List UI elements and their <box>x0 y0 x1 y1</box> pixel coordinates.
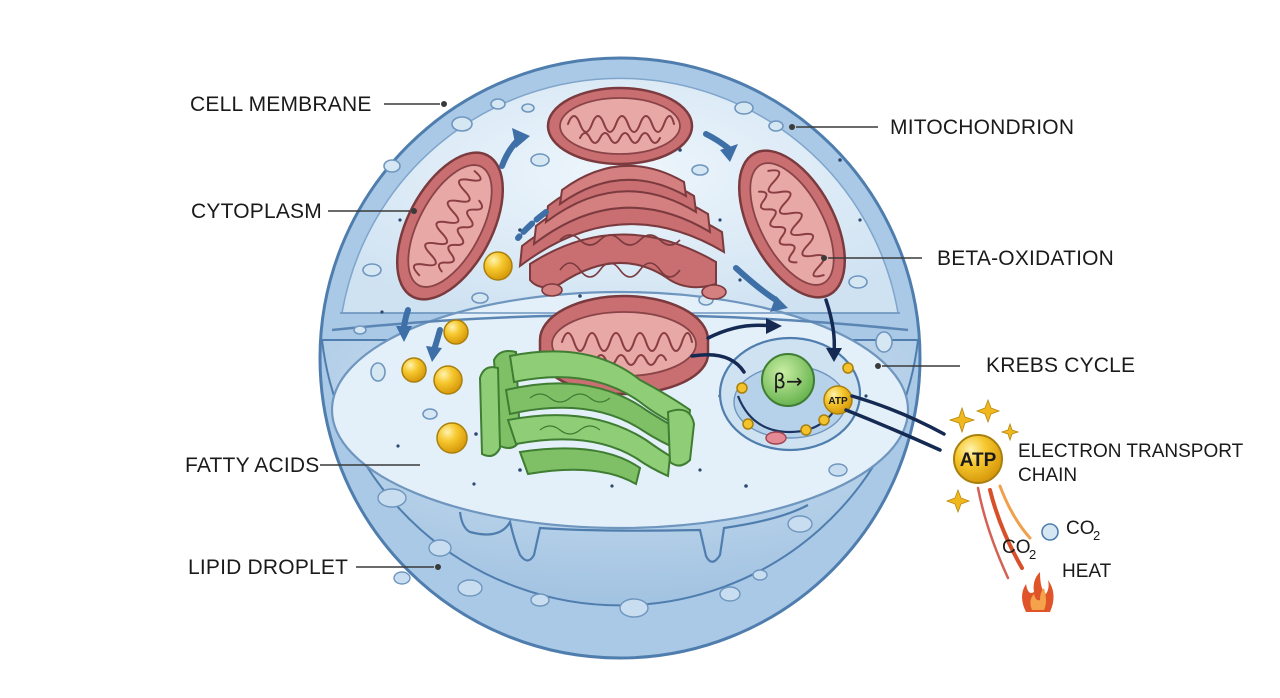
atp-small-label: ATP <box>828 396 848 407</box>
label-fatty-acids: FATTY ACIDS <box>185 454 319 477</box>
co2-label-left: CO 2 <box>1002 537 1036 562</box>
label-cell-membrane: CELL MEMBRANE <box>190 93 372 116</box>
atp-output: ATP <box>945 398 1059 612</box>
atp-large-badge <box>953 434 1003 484</box>
pathway-arrows <box>396 128 788 362</box>
mitochondrion-right <box>737 149 847 299</box>
krebs-organelle: β→ ATP <box>718 336 862 452</box>
label-etc-line2: CHAIN <box>1018 465 1077 486</box>
membrane-invagination <box>458 504 809 563</box>
label-heat: HEAT <box>1062 561 1112 582</box>
label-etc-line1: ELECTRON TRANSPORT <box>1018 441 1244 462</box>
golgi-apparatus <box>518 164 727 300</box>
svg-text:CO: CO <box>1066 518 1095 539</box>
beta-oxidation-core <box>761 353 815 407</box>
mitochondrion-top <box>546 86 694 166</box>
transport-arrows <box>690 298 946 452</box>
label-lipid-droplet: LIPID DROPLET <box>188 556 348 579</box>
mitochondrion-left <box>395 151 505 301</box>
atp-small-badge <box>823 385 853 415</box>
endoplasmic-reticulum <box>478 350 696 486</box>
co2-label-right: CO 2 <box>1066 518 1100 543</box>
svg-text:CO: CO <box>1002 537 1031 558</box>
leader-lines <box>320 101 960 570</box>
beta-symbol: β→ <box>773 369 803 393</box>
svg-text:2: 2 <box>1093 528 1100 543</box>
svg-text:2: 2 <box>1029 547 1036 562</box>
label-krebs-cycle: KREBS CYCLE <box>986 354 1135 377</box>
fatty-acid-particles <box>401 251 513 454</box>
flame-icon <box>1022 572 1054 612</box>
atp-large-label: ATP <box>960 450 997 471</box>
label-mitochondrion: MITOCHONDRION <box>890 116 1074 139</box>
label-beta-oxidation: BETA-OXIDATION <box>937 247 1114 270</box>
label-cytoplasm: CYTOPLASM <box>191 200 322 223</box>
sparkle-icons <box>945 398 1020 514</box>
labels: CELL MEMBRANE CYTOPLASM FATTY ACIDS LIPI… <box>185 93 1244 582</box>
